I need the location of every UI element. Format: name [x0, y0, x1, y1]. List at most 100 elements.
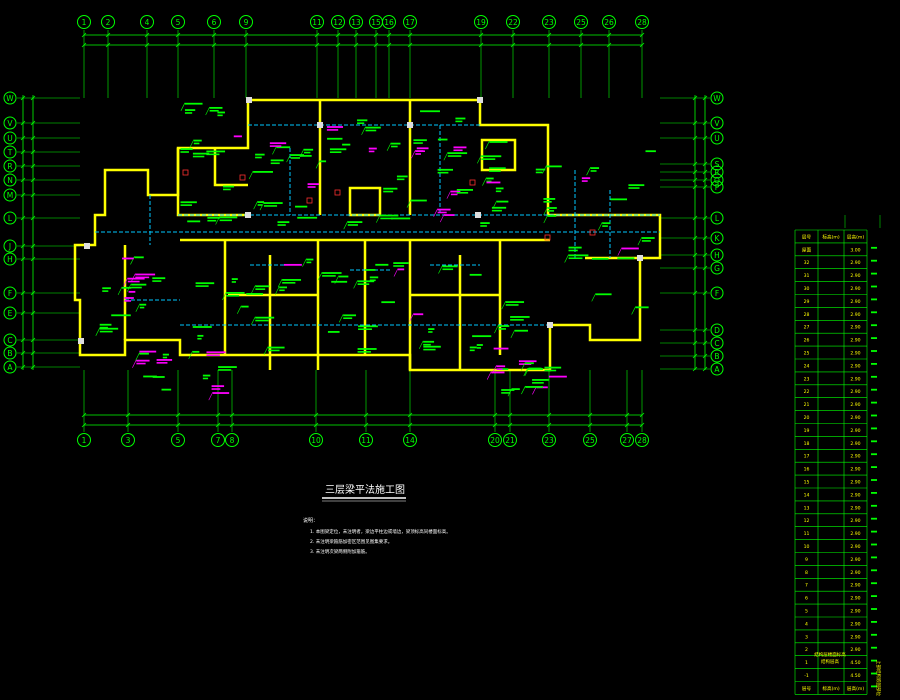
table-cell: 2.90 [850, 376, 860, 382]
table-cell: 2.90 [850, 299, 860, 305]
svg-text:V: V [714, 119, 720, 128]
axis-bubble-left-B: B [3, 346, 17, 360]
table-side-label: 上部结构嵌固部位 [875, 660, 882, 696]
table-cell: 32 [804, 260, 810, 266]
axis-bubble-top-15: 15 [369, 15, 383, 29]
axis-bubble-right-Q: Q [710, 173, 724, 187]
beam-annotations [95, 102, 656, 401]
svg-text:T: T [7, 148, 13, 157]
svg-text:16: 16 [384, 18, 394, 27]
axis-bubble-top-28: 28 [635, 15, 649, 29]
svg-text:W: W [6, 94, 14, 103]
svg-text:R: R [714, 168, 719, 177]
axis-bubble-bottom-8: 8 [225, 433, 239, 447]
table-cell: 2.90 [850, 492, 860, 498]
table-cell: 层号 [802, 686, 812, 692]
axis-bubble-bottom-28: 28 [635, 433, 649, 447]
svg-text:H: H [7, 255, 13, 264]
table-header-cell: 标高(m) [822, 233, 839, 240]
table-cell: 29 [804, 299, 810, 305]
svg-text:E: E [8, 309, 13, 318]
table-cell: 2.90 [850, 312, 860, 318]
svg-text:B: B [714, 352, 719, 361]
axis-bubble-top-12: 12 [331, 15, 345, 29]
table-cell: -1 [804, 673, 809, 679]
svg-text:11: 11 [312, 18, 322, 27]
axis-bubble-bottom-27: 27 [620, 433, 634, 447]
table-cell: 2.90 [850, 518, 860, 524]
table-header-cell: 层号 [802, 234, 812, 240]
svg-text:D: D [714, 326, 720, 335]
axis-bubble-top-22: 22 [506, 15, 520, 29]
axis-bubble-right-H: H [710, 248, 724, 262]
svg-text:28: 28 [637, 436, 647, 445]
table-cell: 2.90 [850, 621, 860, 627]
axis-bubble-top-23: 23 [542, 15, 556, 29]
svg-text:V: V [7, 119, 13, 128]
table-cell: 17 [804, 454, 810, 460]
axis-bubble-left-V: V [3, 116, 17, 130]
svg-text:11: 11 [361, 436, 371, 445]
svg-text:23: 23 [544, 436, 554, 445]
table-cell: 2.90 [850, 389, 860, 395]
svg-text:S: S [715, 160, 720, 169]
svg-text:13: 13 [351, 18, 361, 27]
axis-bubble-right-F: F [710, 286, 724, 300]
axis-bubble-right-P: P [710, 180, 724, 194]
axis-bubble-bottom-10: 10 [309, 433, 323, 447]
svg-text:L: L [715, 214, 720, 223]
axis-bubble-right-A: A [710, 362, 724, 376]
table-cell: 10 [804, 544, 810, 550]
table-cell: 3.00 [850, 247, 860, 253]
axis-bubble-top-19: 19 [474, 15, 488, 29]
axis-bubble-top-25: 25 [574, 15, 588, 29]
svg-text:21: 21 [505, 436, 515, 445]
axis-bubble-right-R: R [710, 165, 724, 179]
axis-bubble-left-C: C [3, 333, 17, 347]
svg-text:26: 26 [604, 18, 614, 27]
svg-text:F: F [715, 289, 719, 298]
table-cell: 2.90 [850, 505, 860, 511]
svg-text:F: F [8, 289, 12, 298]
axis-bubble-left-U: U [3, 131, 17, 145]
svg-text:J: J [8, 242, 11, 251]
axis-bubble-right-S: S [710, 157, 724, 171]
axis-bubble-left-W: W [3, 91, 17, 105]
table-cell: 标高(m) [822, 685, 839, 692]
axis-bubble-bottom-14: 14 [403, 433, 417, 447]
svg-text:6: 6 [212, 18, 217, 27]
table-cell: 2.90 [850, 467, 860, 473]
table-cell: 2.90 [850, 338, 860, 344]
axis-bubble-bottom-3: 3 [121, 433, 135, 447]
table-caption: 结构层楼面标高 [814, 651, 846, 658]
axis-bubble-left-R: R [3, 159, 17, 173]
notes-line-1: 1. 本图梁定位，未注明者，梁边平柱边或墙边，梁顶标高同楼面标高。 [310, 528, 451, 535]
axis-bubble-bottom-25: 25 [583, 433, 597, 447]
svg-text:A: A [714, 365, 720, 374]
dimension-lines [20, 32, 708, 428]
table-cell: 2.90 [850, 583, 860, 589]
table-cell: 30 [804, 286, 810, 292]
axis-bubble-top-5: 5 [171, 15, 185, 29]
table-cell: 24 [804, 363, 810, 369]
table-cell: 7 [805, 583, 808, 589]
axis-bubble-bottom-20: 20 [488, 433, 502, 447]
table-cell: 2.90 [850, 479, 860, 485]
svg-text:19: 19 [476, 18, 486, 27]
table-cell: 12 [804, 518, 810, 524]
axis-bubble-right-C: C [710, 336, 724, 350]
svg-text:14: 14 [405, 436, 415, 445]
columns [78, 97, 643, 344]
table-cell: 2.90 [850, 647, 860, 653]
svg-text:7: 7 [216, 436, 221, 445]
table-cell: 19 [804, 428, 810, 434]
axis-bubble-top-1: 1 [77, 15, 91, 29]
table-cell: 6 [805, 596, 808, 602]
notes-line-2: 2. 未注明梁箍筋加密区范围见图集要求。 [310, 538, 392, 545]
table-cell: 11 [804, 531, 810, 537]
table-cell: 23 [804, 376, 810, 382]
axis-bubble-left-E: E [3, 306, 17, 320]
